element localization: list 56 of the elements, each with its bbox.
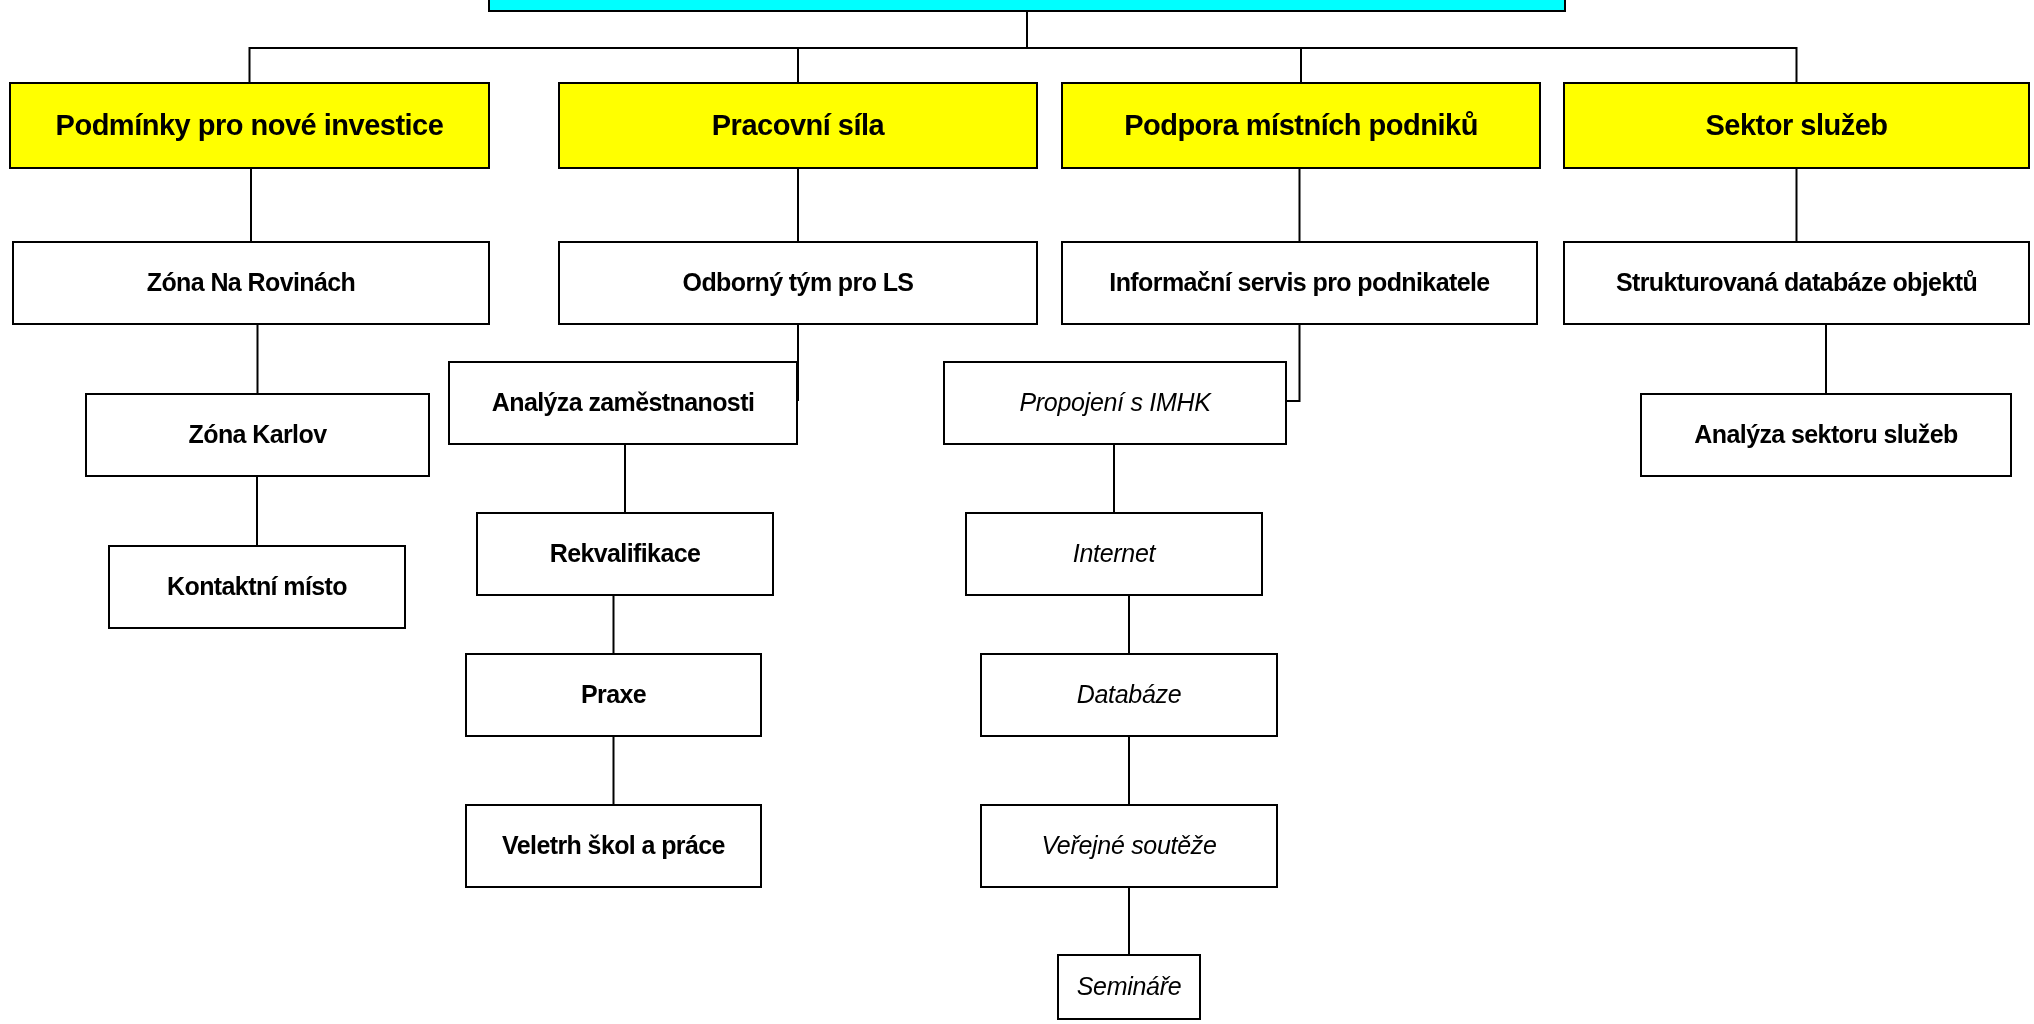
- item-box: [558, 241, 1038, 325]
- connector-line: [1795, 168, 1798, 242]
- node-label: Veřejné soutěže: [1041, 830, 1217, 862]
- root-box: [488, 0, 1566, 12]
- node-label: Semináře: [1076, 971, 1182, 1003]
- connector-line: [256, 476, 258, 546]
- category-box: [1061, 82, 1541, 169]
- item-box: [12, 241, 490, 325]
- node-label: Databáze: [1076, 679, 1182, 711]
- item-box: [108, 545, 406, 629]
- node-label: Podmínky pro nové investice: [55, 108, 444, 144]
- item-box: [1640, 393, 2012, 477]
- connector-line: [612, 595, 615, 654]
- node-label: Strukturovaná databáze objektů: [1615, 267, 1978, 299]
- node-label: Pracovní síla: [711, 108, 885, 144]
- node-label: Veletrh škol a práce: [502, 830, 725, 862]
- category-box: [558, 82, 1038, 169]
- node-label: Rekvalifikace: [549, 538, 701, 570]
- node-label: Kontaktní místo: [167, 571, 347, 603]
- item-box: [965, 512, 1263, 596]
- item-box: [1061, 241, 1538, 325]
- item-box: [1057, 954, 1201, 1020]
- connector-line: [1128, 595, 1130, 654]
- node-label: Podpora místních podniků: [1124, 108, 1478, 144]
- node-label: Praxe: [580, 679, 647, 711]
- node-label: Analýza sektoru služeb: [1694, 419, 1958, 451]
- item-box: [980, 653, 1278, 737]
- item-box: [85, 393, 430, 477]
- node-label: Informační servis pro podnikatele: [1109, 267, 1490, 299]
- category-box: [1563, 82, 2030, 169]
- connector-line: [1128, 736, 1130, 805]
- node-label: Propojení s IMHK: [1019, 387, 1211, 419]
- connector-line: [1286, 324, 1301, 402]
- connector-line: [1298, 168, 1301, 242]
- node-label: Odborný tým pro LS: [682, 267, 914, 299]
- connector-line: [250, 168, 252, 242]
- item-box: [980, 804, 1278, 888]
- item-box: [1563, 241, 2030, 325]
- item-box: [448, 361, 798, 445]
- connector-line: [256, 324, 259, 394]
- connector-line: [1113, 444, 1115, 513]
- connector-line: [797, 168, 799, 242]
- item-box: [465, 804, 762, 888]
- node-label: Zóna Karlov: [188, 419, 327, 451]
- item-box: [465, 653, 762, 737]
- connector-line: [624, 444, 626, 513]
- node-label: Zóna Na Rovinách: [146, 267, 356, 299]
- connector-line: [612, 736, 615, 805]
- item-box: [943, 361, 1287, 445]
- item-box: [476, 512, 774, 596]
- node-label: Sektor služeb: [1705, 108, 1888, 144]
- connector-line: [1128, 887, 1130, 955]
- node-label: Analýza zaměstnanosti: [491, 387, 755, 419]
- connector-line: [1825, 324, 1827, 394]
- node-label: Internet: [1072, 538, 1156, 570]
- category-box: [9, 82, 490, 169]
